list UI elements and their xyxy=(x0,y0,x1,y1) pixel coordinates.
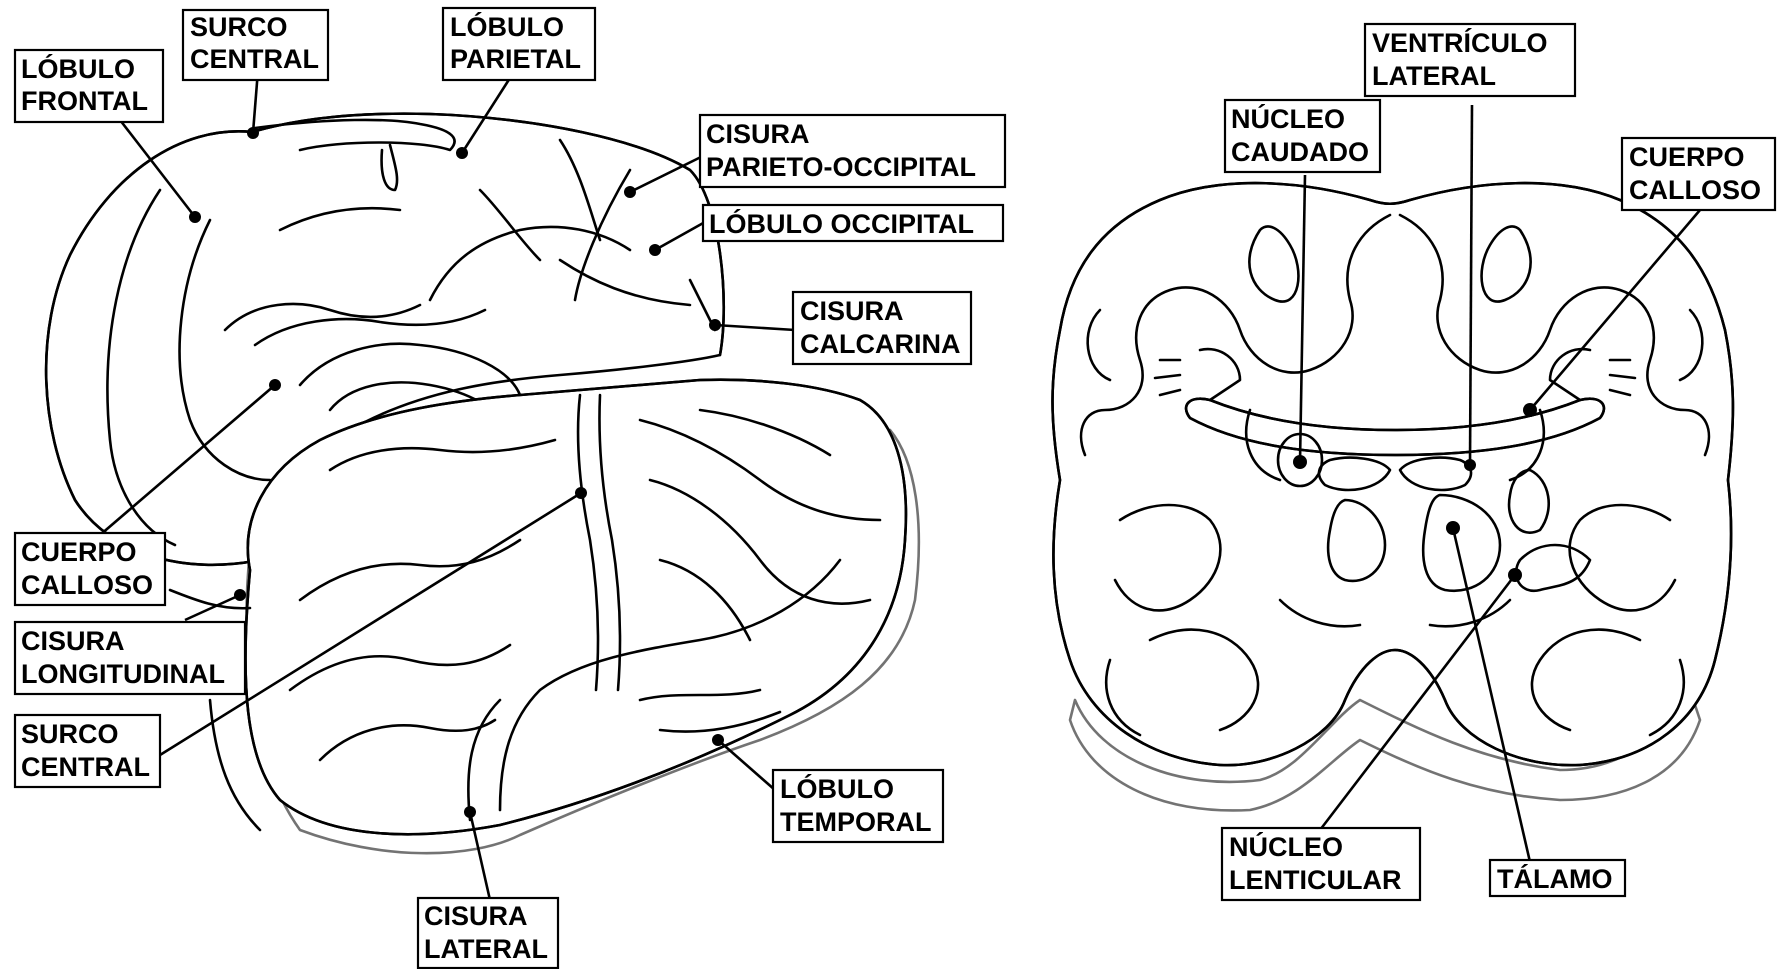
label-talamo: TÁLAMO xyxy=(1497,863,1612,894)
label-cisura-calcarina-line2: CALCARINA xyxy=(800,329,960,359)
marker-nucleo-caudado xyxy=(1293,455,1307,469)
label-nucleo-caudado-line1: NÚCLEO xyxy=(1231,103,1345,134)
marker-lobulo-parietal xyxy=(456,147,468,159)
label-lobulo-frontal-line2: FRONTAL xyxy=(21,86,148,116)
label-nucleo-lenticular-line2: LENTICULAR xyxy=(1229,865,1401,895)
label-cuerpo-calloso-left-line2: CALLOSO xyxy=(21,570,153,600)
label-lobulo-temporal-line1: LÓBULO xyxy=(780,773,894,804)
label-nucleo-lenticular-line1: NÚCLEO xyxy=(1229,831,1343,862)
marker-surco-central-bottom xyxy=(575,487,587,499)
marker-cisura-lateral xyxy=(464,806,476,818)
label-lobulo-frontal-line1: LÓBULO xyxy=(21,53,135,84)
marker-cisura-parieto-occipital xyxy=(624,186,636,198)
label-cisura-longitudinal-line1: CISURA xyxy=(21,626,125,656)
label-cisura-lateral-line1: CISURA xyxy=(424,901,528,931)
marker-lobulo-occipital xyxy=(649,244,661,256)
marker-nucleo-lenticular xyxy=(1508,568,1522,582)
label-cisura-parieto-occipital-line2: PARIETO-OCCIPITAL xyxy=(706,152,976,182)
marker-ventriculo-lateral xyxy=(1464,459,1476,471)
label-surco-central-bottom-line2: CENTRAL xyxy=(21,752,150,782)
label-lobulo-temporal-line2: TEMPORAL xyxy=(780,807,932,837)
label-cuerpo-calloso-left-line1: CUERPO xyxy=(21,537,137,567)
leader-lobulo-temporal xyxy=(718,740,775,790)
label-cuerpo-calloso-right-line2: CALLOSO xyxy=(1629,175,1761,205)
marker-cuerpo-calloso-left xyxy=(269,379,281,391)
marker-cisura-longitudinal xyxy=(234,589,246,601)
label-surco-central-top-line2: CENTRAL xyxy=(190,44,319,74)
marker-lobulo-frontal xyxy=(189,211,201,223)
label-cisura-longitudinal-line2: LONGITUDINAL xyxy=(21,659,225,689)
label-cisura-calcarina-line1: CISURA xyxy=(800,296,904,326)
label-cuerpo-calloso-right-line1: CUERPO xyxy=(1629,142,1745,172)
marker-surco-central-top xyxy=(247,127,259,139)
label-lobulo-parietal-line1: LÓBULO xyxy=(450,11,564,42)
leader-cisura-calcarina xyxy=(715,325,795,330)
coronal-section-illustration xyxy=(1053,183,1733,810)
marker-cisura-calcarina xyxy=(709,319,721,331)
label-cisura-lateral-line2: LATERAL xyxy=(424,934,548,964)
marker-lobulo-temporal xyxy=(712,734,724,746)
label-surco-central-top-line1: SURCO xyxy=(190,12,288,42)
marker-talamo xyxy=(1446,521,1460,535)
marker-cuerpo-calloso-right xyxy=(1523,403,1537,417)
label-lobulo-occipital: LÓBULO OCCIPITAL xyxy=(709,208,974,239)
label-ventriculo-lateral-line2: LATERAL xyxy=(1372,61,1496,91)
label-cisura-parieto-occipital-line1: CISURA xyxy=(706,119,810,149)
label-lobulo-parietal-line2: PARIETAL xyxy=(450,44,581,74)
label-ventriculo-lateral-line1: VENTRÍCULO xyxy=(1372,27,1548,58)
label-surco-central-bottom-line1: SURCO xyxy=(21,719,119,749)
label-nucleo-caudado-line2: CAUDADO xyxy=(1231,137,1369,167)
